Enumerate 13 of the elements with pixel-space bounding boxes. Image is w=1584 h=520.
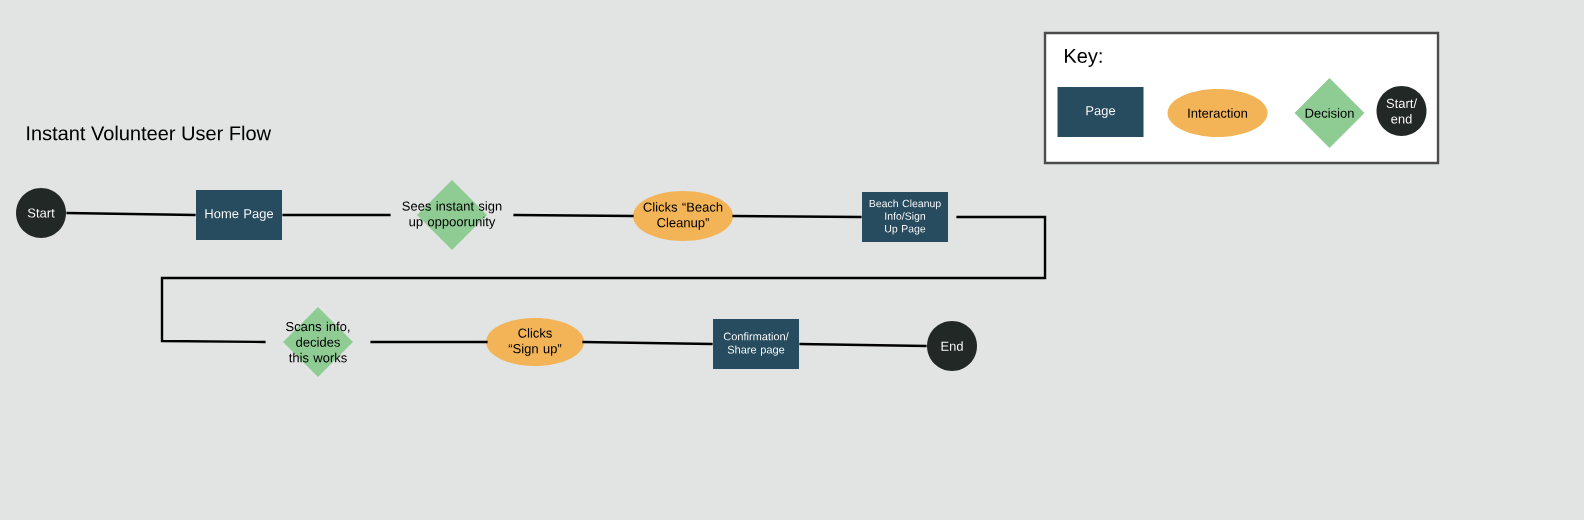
- page-box: Home Page: [196, 190, 282, 240]
- connector-line: [799, 342, 927, 348]
- connector-line: [160, 215, 1047, 344]
- title: Instant Volunteer User Flow: [27, 125, 272, 141]
- page-box: Confirmation/ Share page: [713, 319, 799, 369]
- page-box: Page: [1057, 87, 1144, 137]
- page-box: Beach Cleanup Info/Sign Up Page: [862, 192, 948, 242]
- connector-line: [582, 340, 713, 346]
- connector-line: [370, 340, 488, 344]
- connector-line: [282, 213, 391, 217]
- connector-line: [732, 214, 862, 219]
- connector-line: [513, 213, 634, 218]
- connector-line: [66, 211, 196, 217]
